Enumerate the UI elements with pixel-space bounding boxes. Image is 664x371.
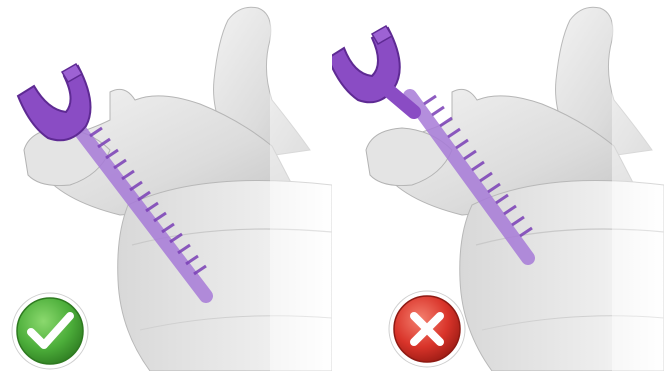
vertebra-illustration [0,0,332,371]
vertebra-illustration [332,0,664,371]
correct-placement-panel [0,0,332,371]
screw-tulip-head [18,66,91,140]
checkmark-badge [12,293,88,369]
incorrect-placement-panel [332,0,664,371]
cross-badge [389,291,465,367]
